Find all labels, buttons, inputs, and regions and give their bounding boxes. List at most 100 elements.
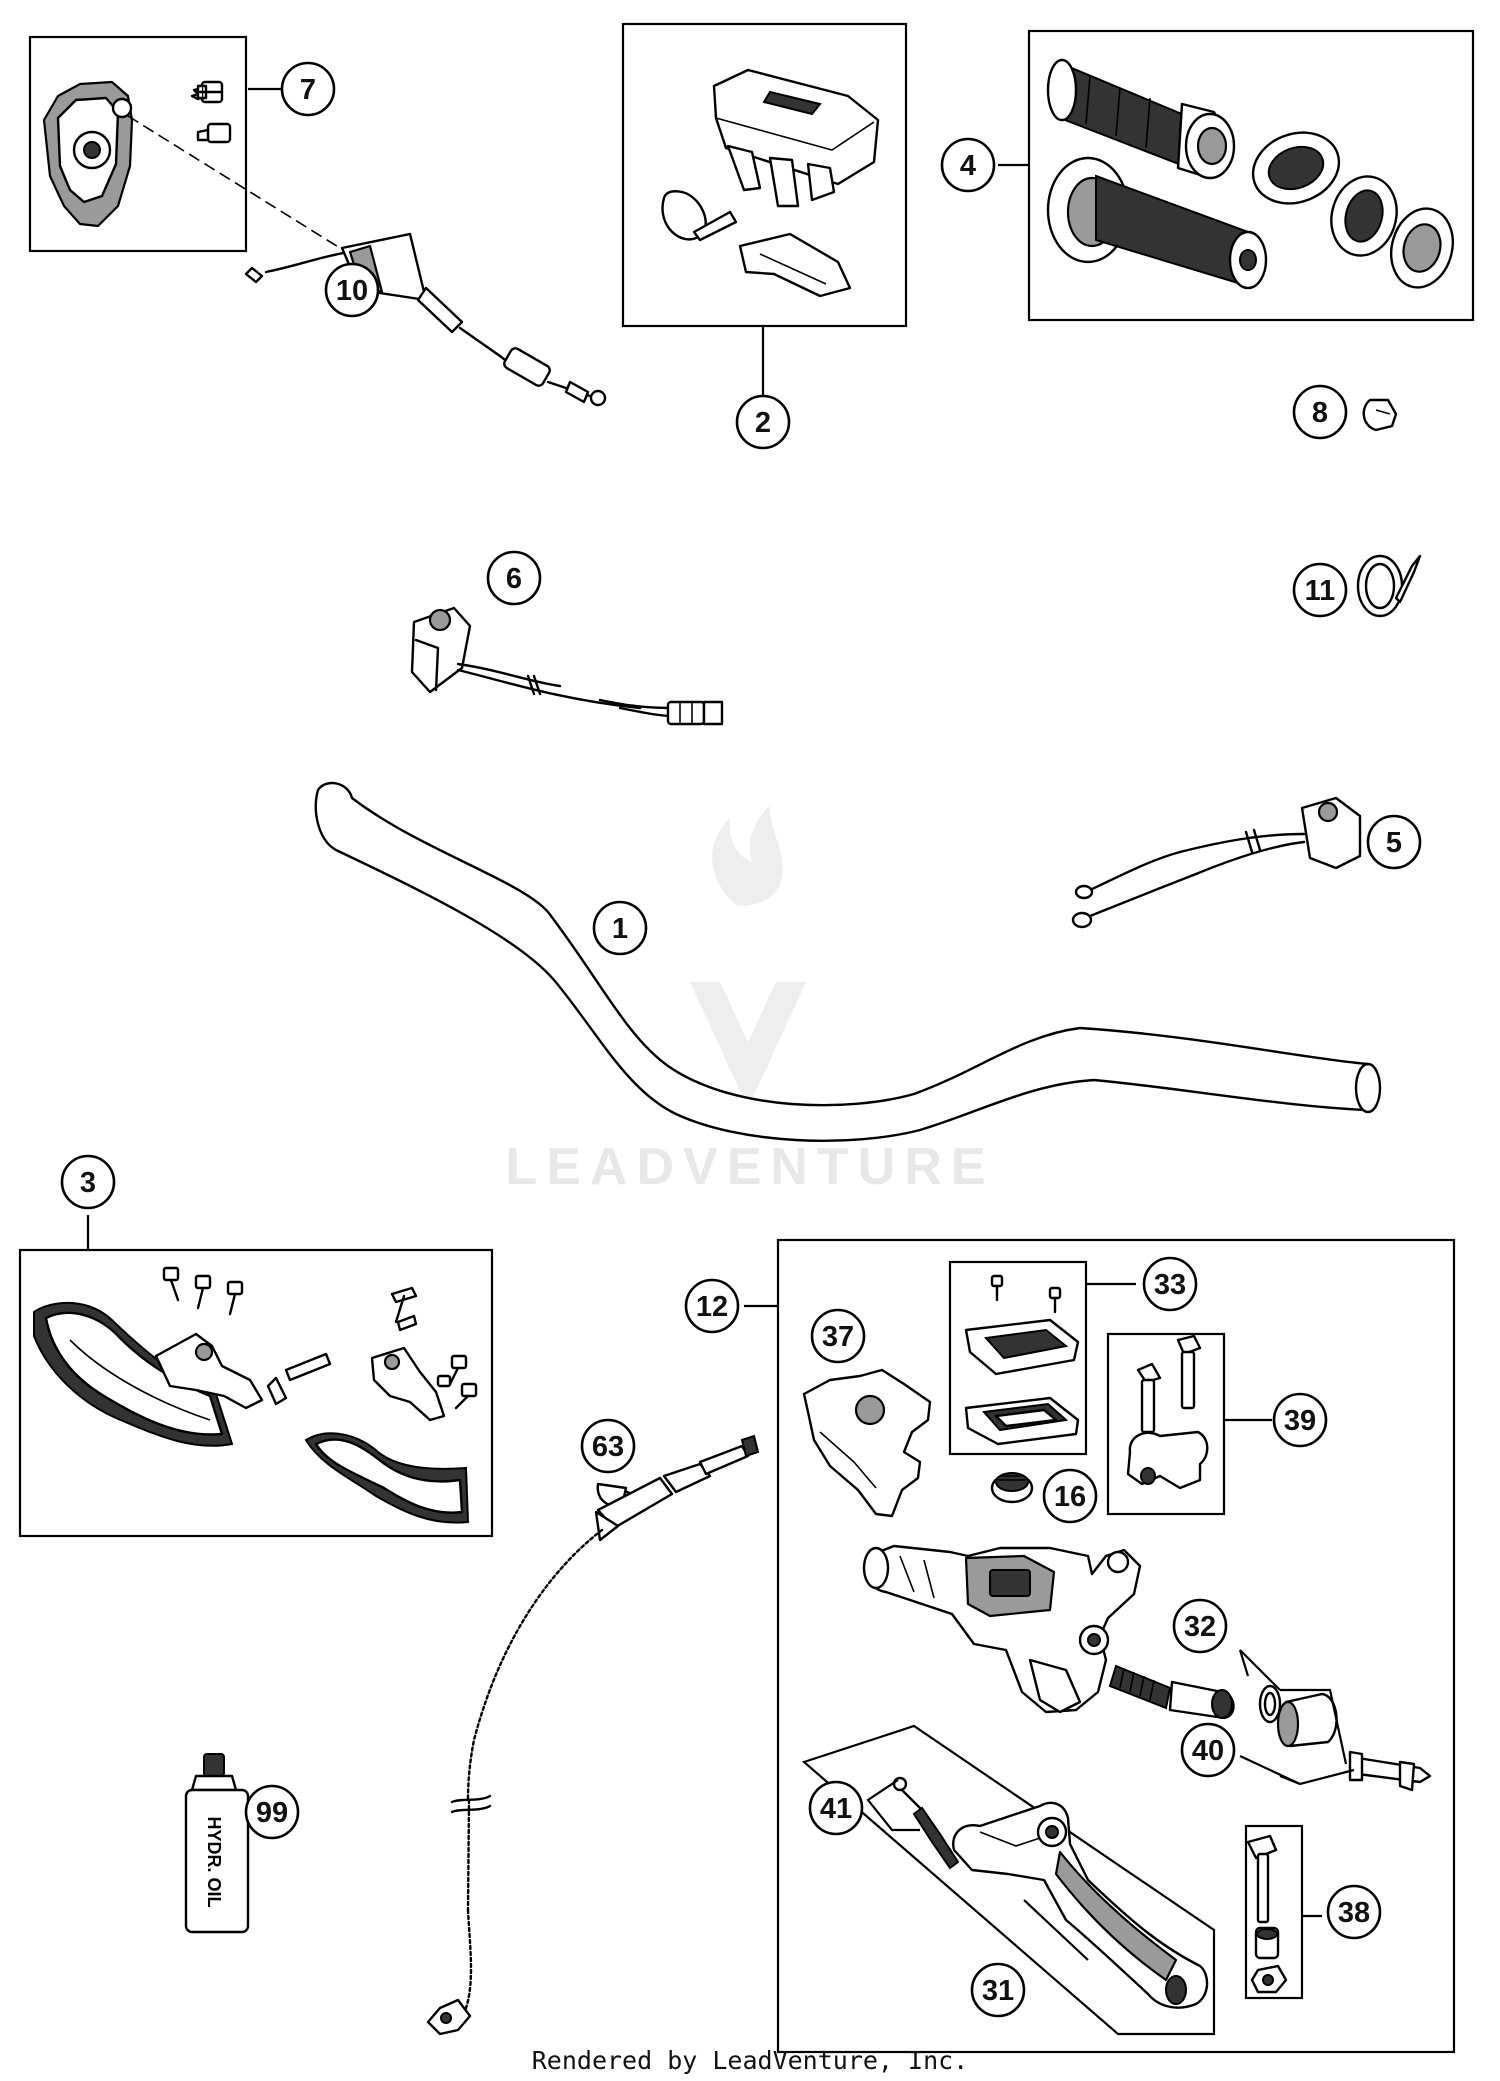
watermark: LEADVENTURE: [505, 806, 994, 1196]
master-cylinder-part: [862, 1544, 1142, 1714]
switch-left-part: [410, 606, 724, 726]
clip-part: [1362, 398, 1398, 432]
grip-set-part: [1046, 58, 1454, 290]
hydraulic-oil-bottle-part: HYDR. OIL: [184, 1753, 250, 1934]
callout-number: 4: [960, 150, 976, 182]
watermark-text: LEADVENTURE: [505, 1138, 994, 1196]
hand-guard-mount-left-part: [154, 1266, 332, 1410]
hand-guard-left-part: [33, 1301, 234, 1447]
callout-11: 11: [1292, 562, 1348, 618]
callout-3: 3: [60, 1154, 116, 1210]
handlebar-part: [314, 781, 1382, 1142]
callout-16: 16: [1042, 1468, 1098, 1524]
box-item-3: [18, 1248, 494, 1538]
callout-1: 1: [592, 900, 648, 956]
callout-40: 40: [1180, 1722, 1236, 1778]
piston-kit-part: [1108, 1664, 1432, 1792]
leader-41: [866, 1779, 920, 1832]
box-item-31: [801, 1724, 1216, 2036]
callout-39: 39: [1272, 1392, 1328, 1448]
callout-circle: [324, 262, 380, 318]
callout-circle: [244, 1784, 300, 1840]
leader-32: [1238, 1649, 1348, 1765]
throttle-cable-part: [127, 115, 607, 407]
callout-circle: [970, 1962, 1026, 2018]
callout-7: 7: [280, 61, 336, 117]
callout-number: 1: [612, 913, 628, 945]
switch-housing-part: [42, 80, 134, 228]
callout-number: 11: [1305, 575, 1336, 607]
callout-circle: [592, 900, 648, 956]
callout-63: 63: [580, 1418, 636, 1474]
callout-32: 32: [1172, 1598, 1228, 1654]
callout-12: 12: [684, 1278, 740, 1334]
box-item-33: [948, 1260, 1088, 1456]
cable-tie-part: [1356, 554, 1422, 618]
reservoir-plug-part: [990, 1472, 1034, 1504]
reservoir-cap-part: [964, 1274, 1080, 1446]
callout-number: 31: [982, 1975, 1014, 2007]
callout-circle: [1292, 562, 1348, 618]
callout-4: 4: [940, 137, 996, 193]
callout-circle: [1272, 1392, 1328, 1448]
switch-right-part: [1071, 796, 1362, 929]
callout-circle: [580, 1418, 636, 1474]
box-item-4: [1027, 29, 1475, 322]
callout-33: 33: [1142, 1256, 1198, 1312]
lever-cover-part: [802, 1368, 932, 1518]
callout-41: 41: [808, 1780, 864, 1836]
callout-number: 37: [822, 1321, 854, 1353]
box-item-7: [28, 35, 248, 253]
pin-spring-part: [892, 1776, 960, 1870]
callout-number: 3: [80, 1167, 96, 1199]
callout-number: 6: [506, 563, 522, 595]
callout-5: 5: [1366, 814, 1422, 870]
callout-number: 2: [755, 407, 771, 439]
callout-number: 32: [1184, 1611, 1216, 1643]
callout-number: 40: [1192, 1735, 1224, 1767]
callout-number: 12: [696, 1291, 728, 1323]
handlebar-pad-part: [661, 68, 880, 298]
callout-circle: [1142, 1256, 1198, 1312]
callout-6: 6: [486, 550, 542, 606]
callout-number: 16: [1054, 1481, 1086, 1513]
callout-circle: [1172, 1598, 1228, 1654]
brake-lever-part: [952, 1801, 1209, 2009]
callout-circle: [486, 550, 542, 606]
render-credit: Rendered by LeadVenture, Inc.: [531, 2046, 969, 2075]
callout-circle: [1326, 1884, 1382, 1940]
screw-part: [190, 80, 232, 144]
callout-circle: [1042, 1468, 1098, 1524]
clamp-part: [1126, 1334, 1209, 1490]
callout-38: 38: [1326, 1884, 1382, 1940]
callout-number: 99: [256, 1797, 288, 1829]
box-item-12: [776, 1238, 1456, 2054]
callout-circle: [60, 1154, 116, 1210]
box-item-2: [621, 22, 908, 328]
callout-number: 39: [1284, 1405, 1316, 1437]
callout-circle: [1292, 384, 1348, 440]
callout-number: 10: [336, 275, 368, 307]
bottle-label: HYDR. OIL: [204, 1816, 224, 1907]
callout-number: 7: [300, 74, 316, 106]
leader-40: [1239, 1755, 1355, 1786]
box-item-38: [1244, 1824, 1304, 2000]
callout-number: 63: [592, 1431, 624, 1463]
callout-circle: [735, 394, 791, 450]
callout-99: 99: [244, 1784, 300, 1840]
hand-guard-mount-right-part: [370, 1286, 478, 1422]
callout-2: 2: [735, 394, 791, 450]
callout-number: 38: [1338, 1897, 1370, 1929]
callout-10: 10: [324, 262, 380, 318]
callout-number: 5: [1386, 827, 1402, 859]
callout-31: 31: [970, 1962, 1026, 2018]
callout-circle: [280, 61, 336, 117]
callout-number: 41: [820, 1793, 852, 1825]
callout-circle: [1180, 1722, 1236, 1778]
callout-circle: [1366, 814, 1422, 870]
callout-8: 8: [1292, 384, 1348, 440]
callout-circle: [940, 137, 996, 193]
callout-circle: [810, 1308, 866, 1364]
